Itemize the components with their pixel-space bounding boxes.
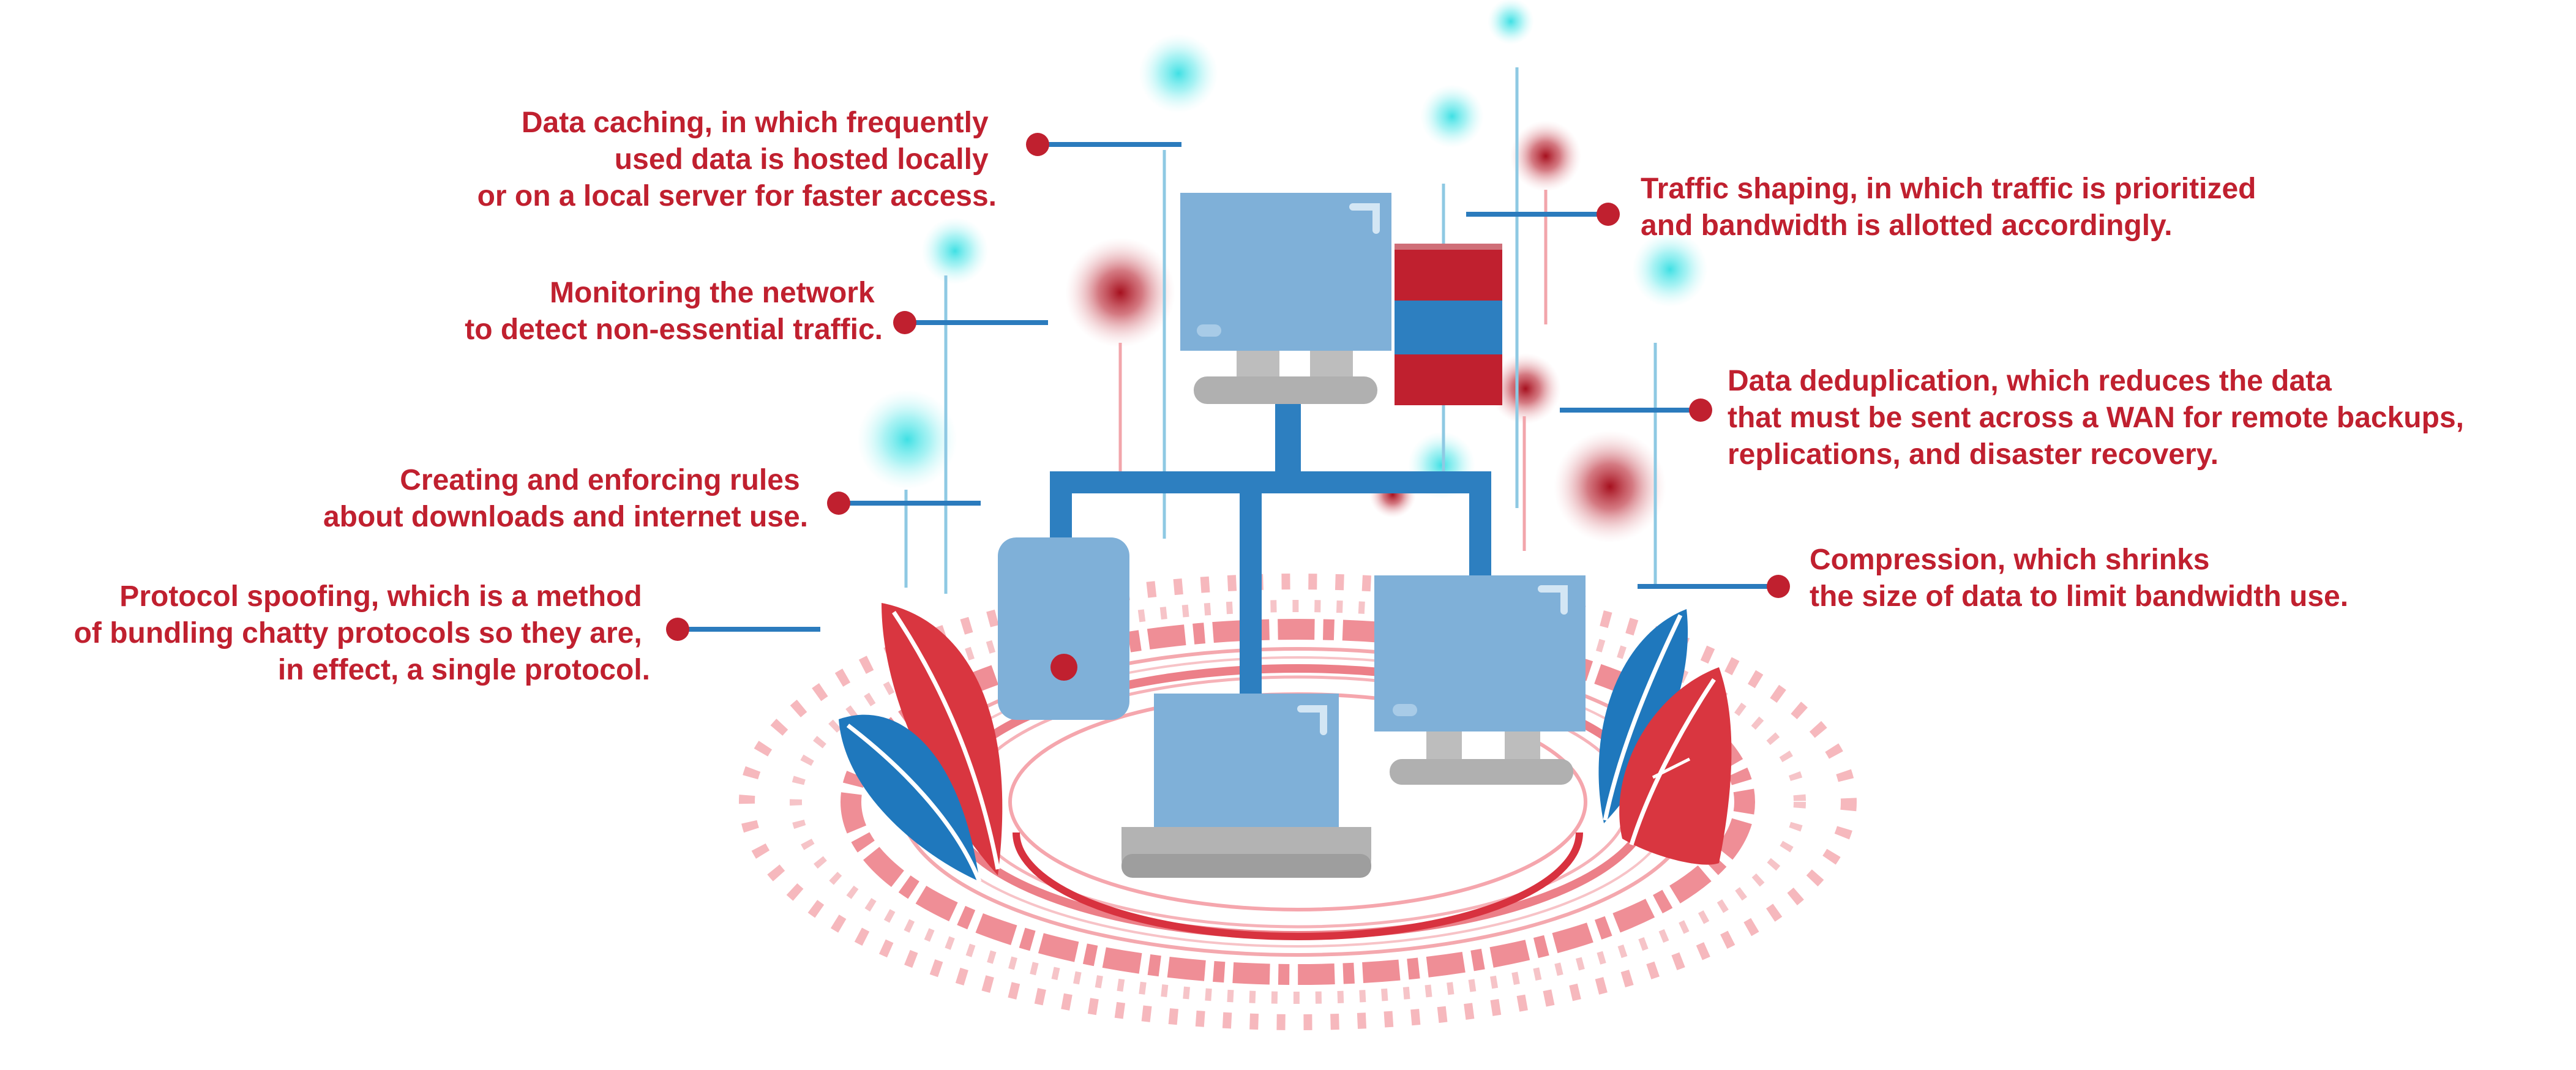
connector-dot-protocol-spoofing [666, 618, 689, 641]
tablet [998, 537, 1129, 720]
callout-protocol-spoofing: Protocol spoofing, which is a method of … [74, 580, 650, 686]
connector-dot-rules [827, 492, 850, 515]
network-trunk [1050, 398, 1491, 695]
connector-dot-deduplication [1689, 398, 1712, 422]
connector-dot-monitoring [893, 311, 916, 334]
connector-dot-traffic-shaping [1597, 203, 1620, 226]
server-rack [1395, 244, 1502, 405]
cyan-glow-dot [857, 389, 957, 490]
accent-lines [904, 67, 1657, 594]
connector-dot-data-caching [1026, 133, 1049, 156]
top-monitor [1180, 193, 1391, 404]
right-monitor [1374, 575, 1586, 785]
ring-background [739, 574, 1857, 1030]
connector-dot-compression [1767, 575, 1790, 598]
callout-deduplication: Data deduplication, which reduces the da… [1728, 365, 2472, 471]
callout-monitoring: Monitoring the network to detect non-ess… [465, 277, 883, 346]
callout-traffic-shaping: Traffic shaping, in which traffic is pri… [1641, 173, 2264, 242]
red-glow-dot [1490, 353, 1561, 424]
callout-compression: Compression, which shrinks the size of d… [1810, 544, 2348, 613]
cyan-glow-dot [1632, 231, 1708, 307]
laptop [1121, 694, 1371, 878]
red-glow-dot [1065, 238, 1175, 348]
callout-labels: Data caching, in which frequently used d… [74, 107, 2472, 686]
cyan-glow-dot [921, 217, 989, 285]
right-leaves [1598, 609, 1732, 865]
cyan-glow-dot [1488, 0, 1534, 45]
callout-rules: Creating and enforcing rules about downl… [323, 464, 808, 533]
red-glow-dot [1510, 121, 1581, 192]
red-glow-dot [1554, 430, 1666, 543]
callout-data-caching: Data caching, in which frequently used d… [477, 107, 997, 212]
left-leaves [839, 603, 1003, 883]
connectors [666, 133, 1790, 641]
cyan-glow-dot [1139, 34, 1218, 113]
cyan-glow-dot [1420, 84, 1484, 148]
